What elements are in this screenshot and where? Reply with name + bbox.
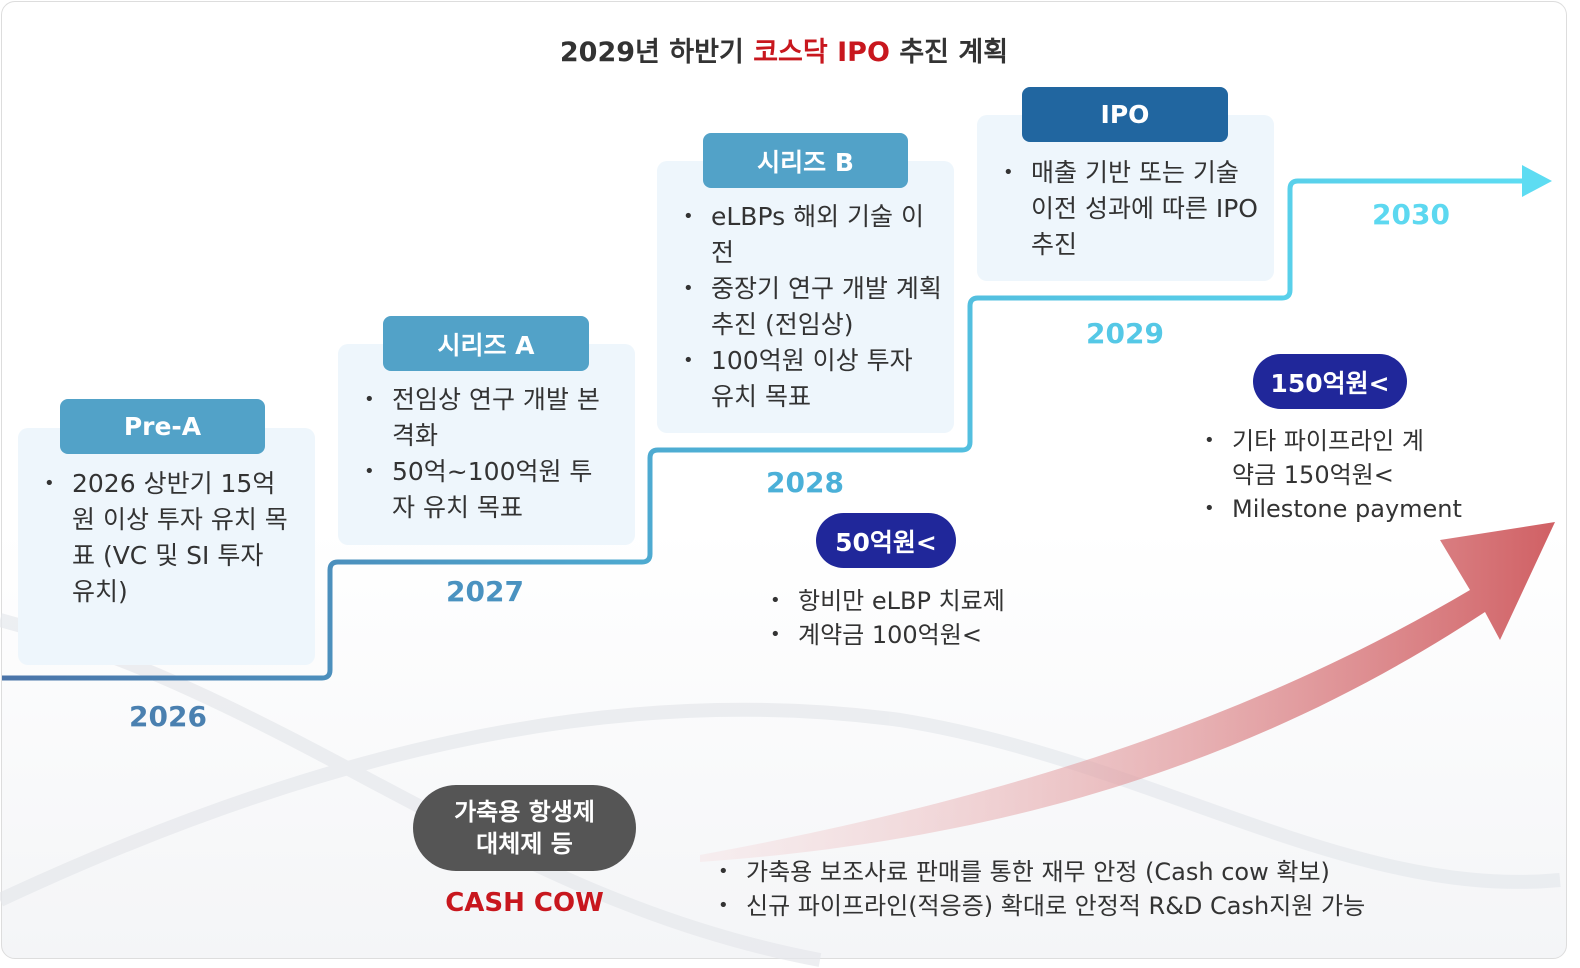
milestone-list-50: 항비만 eLBP 치료제계약금 100억원< [770,584,1070,652]
cash-cow-item: 신규 파이프라인(적응증) 확대로 안정적 R&D Cash지원 가능 [718,889,1438,923]
stage-item: 전임상 연구 개발 본격화 [364,382,614,454]
stage-item: eLBPs 해외 기술 이전 [683,199,943,271]
cash-cow-label: CASH COW [445,888,604,918]
stage-card-ipo: 매출 기반 또는 기술 이전 성과에 따른 IPO 추진 [977,115,1274,281]
milestone-item: 항비만 eLBP 치료제 [770,584,1070,618]
milestone-badge-50: 50억원< [816,513,956,568]
staircase-line [2,178,1525,681]
stage-header-pre-a: Pre-A [60,399,265,454]
year-2027: 2027 [446,575,524,608]
milestone-badge-150: 150억원< [1253,354,1407,409]
stage-card-series-a: 전임상 연구 개발 본격화50억~100억원 투자 유치 목표 [338,344,635,545]
stage-header-ipo: IPO [1022,87,1228,142]
milestone-item: 계약금 100억원< [770,618,1070,652]
stage-item: 매출 기반 또는 기술 이전 성과에 따른 IPO 추진 [1003,155,1258,263]
year-2028: 2028 [766,466,844,499]
arrow-head-icon [1522,165,1552,197]
growth-arrow [700,522,1555,862]
milestone-item: Milestone payment [1204,492,1504,526]
milestone-item: 기타 파이프라인 계약금 150억원< [1204,424,1444,492]
cash-cow-pill: 가축용 항생제 대체제 등 [413,785,636,871]
milestone-list-150: 기타 파이프라인 계약금 150억원<Milestone payment [1204,424,1504,526]
stage-header-series-a: 시리즈 A [383,316,589,371]
stage-item: 중장기 연구 개발 계획 추진 (전임상) [683,271,943,343]
stage-item: 100억원 이상 투자 유치 목표 [683,343,943,415]
cash-cow-item: 가축용 보조사료 판매를 통한 재무 안정 (Cash cow 확보) [718,855,1438,889]
year-2026: 2026 [129,700,207,733]
year-2029: 2029 [1086,317,1164,350]
page-title: 2029년 하반기 코스닥 IPO 추진 계획 [559,37,1009,68]
year-2030: 2030 [1372,198,1450,231]
stage-item: 2026 상반기 15억원 이상 투자 유치 목표 (VC 및 SI 투자 유치… [44,466,289,610]
stage-header-series-b: 시리즈 B [703,133,908,188]
stage-item: 50억~100억원 투자 유치 목표 [364,454,614,526]
cash-cow-list: 가축용 보조사료 판매를 통한 재무 안정 (Cash cow 확보)신규 파이… [718,855,1438,923]
stage-card-series-b: eLBPs 해외 기술 이전중장기 연구 개발 계획 추진 (전임상)100억원… [657,161,954,433]
stage-card-pre-a: 2026 상반기 15억원 이상 투자 유치 목표 (VC 및 SI 투자 유치… [18,428,315,665]
